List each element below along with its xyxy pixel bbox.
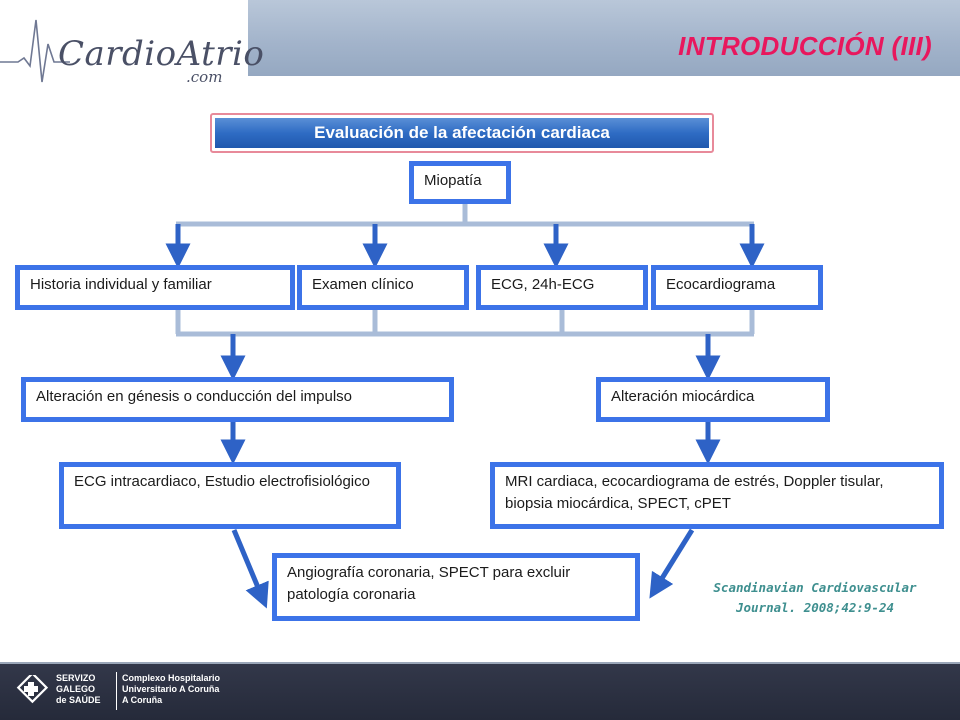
box-ecg: ECG, 24h-ECG <box>476 265 648 310</box>
arrow-right-to-angiografia <box>649 528 695 599</box>
box-mri: MRI cardiaca, ecocardiograma de estrés, … <box>490 462 944 529</box>
footer-org: SERVIZO GALEGO de SAÚDE <box>56 673 101 706</box>
footer-bar <box>0 662 960 720</box>
footer-org-line: de SAÚDE <box>56 695 101 705</box>
box-ecg-intracardiaco: ECG intracardiaco, Estudio electrofisiol… <box>59 462 401 529</box>
page-title: INTRODUCCIÓN (III) <box>678 31 932 61</box>
footer-hospital-line: A Coruña <box>122 695 163 705</box>
citation: Scandinavian Cardiovascular Journal. 200… <box>690 578 940 618</box>
box-angiografia: Angiografía coronaria, SPECT para exclui… <box>272 553 640 621</box>
citation-journal: Scandinavian Cardiovascular <box>713 580 917 595</box>
sergas-logo-icon <box>16 675 49 704</box>
arrow-left-to-angiografia <box>231 529 269 609</box>
box-alteracion-genesis: Alteración en génesis o conducción del i… <box>21 377 454 422</box>
footer-org-line: GALEGO <box>56 684 96 694</box>
box-examen-clinico: Examen clínico <box>297 265 469 310</box>
box-historia: Historia individual y familiar <box>15 265 295 310</box>
box-ecocardiograma: Ecocardiograma <box>651 265 823 310</box>
footer-hospital-line: Complexo Hospitalario <box>122 673 221 683</box>
box-miopatia: Miopatía <box>409 161 511 204</box>
diagram-banner: Evaluación de la afectación cardiaca <box>210 113 714 153</box>
citation-ref: Journal. 2008;42:9-24 <box>735 600 895 615</box>
logo-text[interactable]: CardioAtrio <box>58 34 265 74</box>
box-alteracion-miocardica: Alteración miocárdica <box>596 377 830 422</box>
heartbeat-icon <box>0 19 70 83</box>
diagram-banner-label: Evaluación de la afectación cardiaca <box>215 118 709 148</box>
footer-org-line: SERVIZO <box>56 673 96 683</box>
footer-separator <box>116 672 117 710</box>
footer-hospital: Complexo Hospitalario Universitario A Co… <box>122 673 220 706</box>
footer-hospital-line: Universitario A Coruña <box>122 684 220 694</box>
footer-divider <box>0 662 960 664</box>
logo-domain: .com <box>186 68 223 86</box>
